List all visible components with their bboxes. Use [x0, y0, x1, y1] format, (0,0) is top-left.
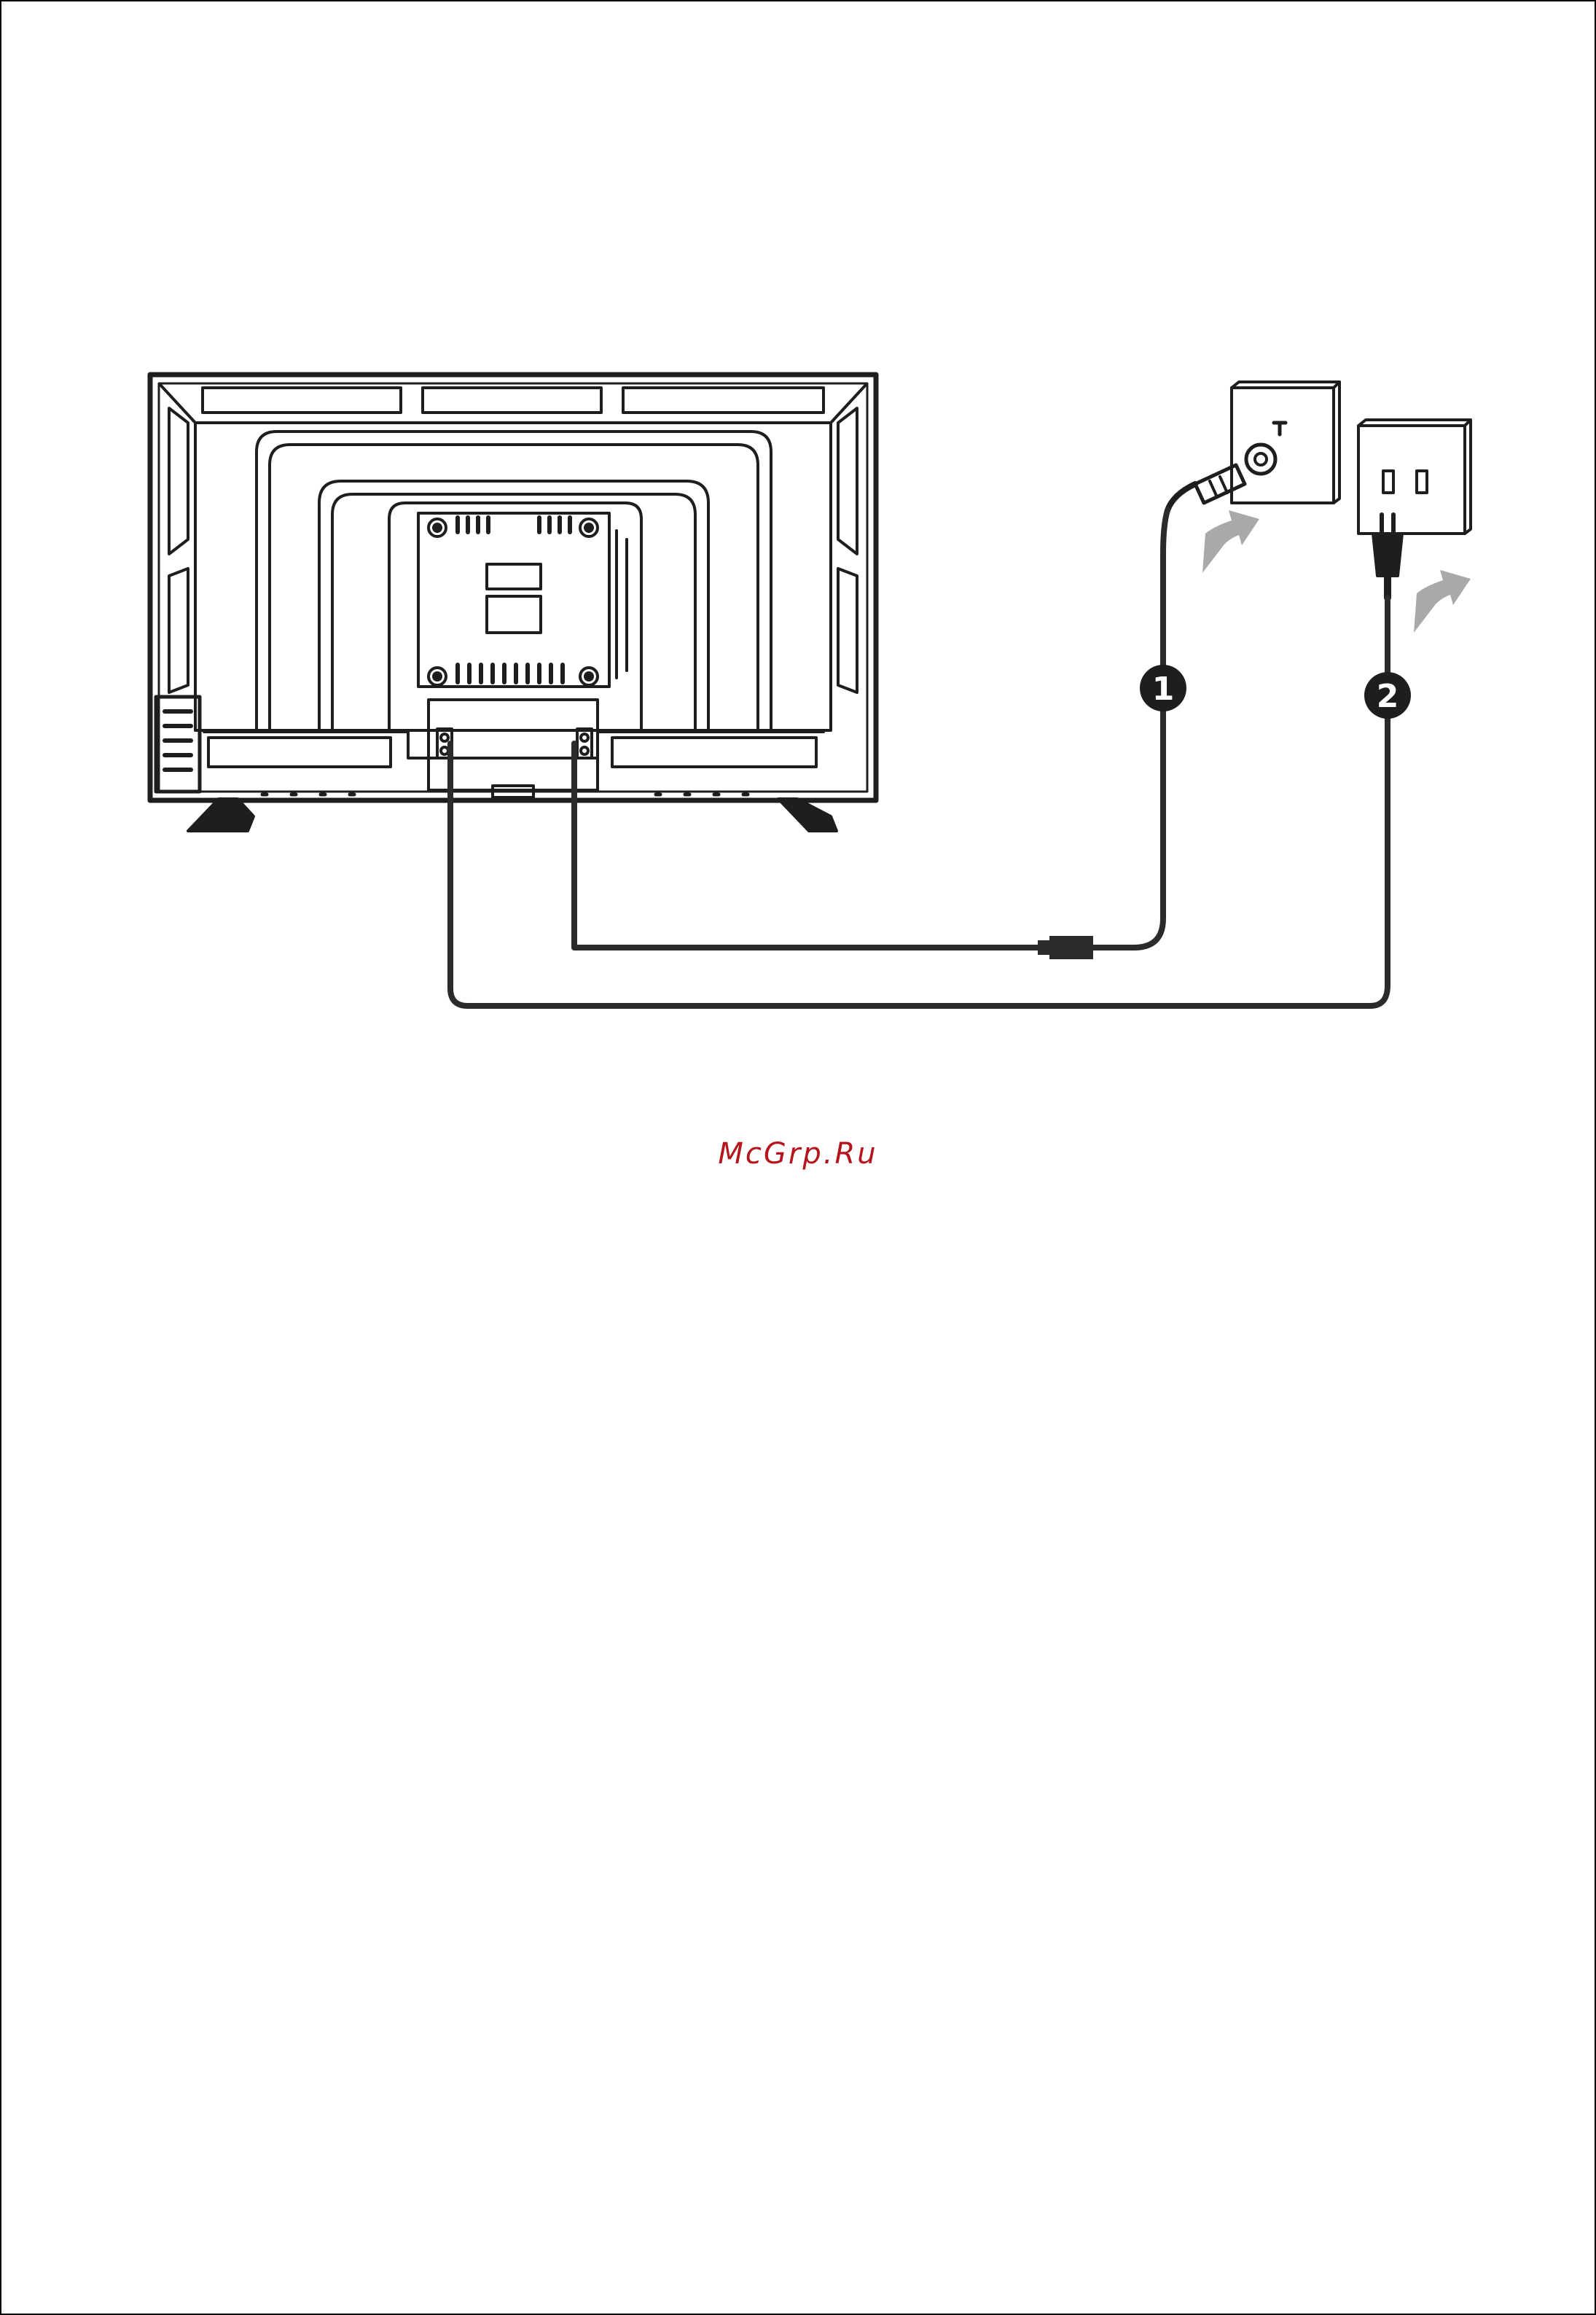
power-plug-icon — [1373, 515, 1402, 598]
callout-1-label: 1 — [1152, 671, 1175, 708]
callout-2: 2 — [1364, 672, 1411, 719]
tv-rear-view — [150, 375, 876, 831]
callout-2-label: 2 — [1377, 678, 1399, 715]
insert-arrow-power — [1414, 570, 1471, 633]
insert-arrow-antenna — [1202, 510, 1259, 573]
power-wall-socket-icon — [1358, 420, 1471, 534]
antenna-cable — [1093, 510, 1167, 948]
callout-1: 1 — [1140, 665, 1186, 711]
watermark-text: McGrp.Ru — [0, 1137, 1596, 1171]
antenna-wall-socket-icon — [1232, 382, 1339, 503]
coax-inline-connector — [1038, 936, 1093, 959]
